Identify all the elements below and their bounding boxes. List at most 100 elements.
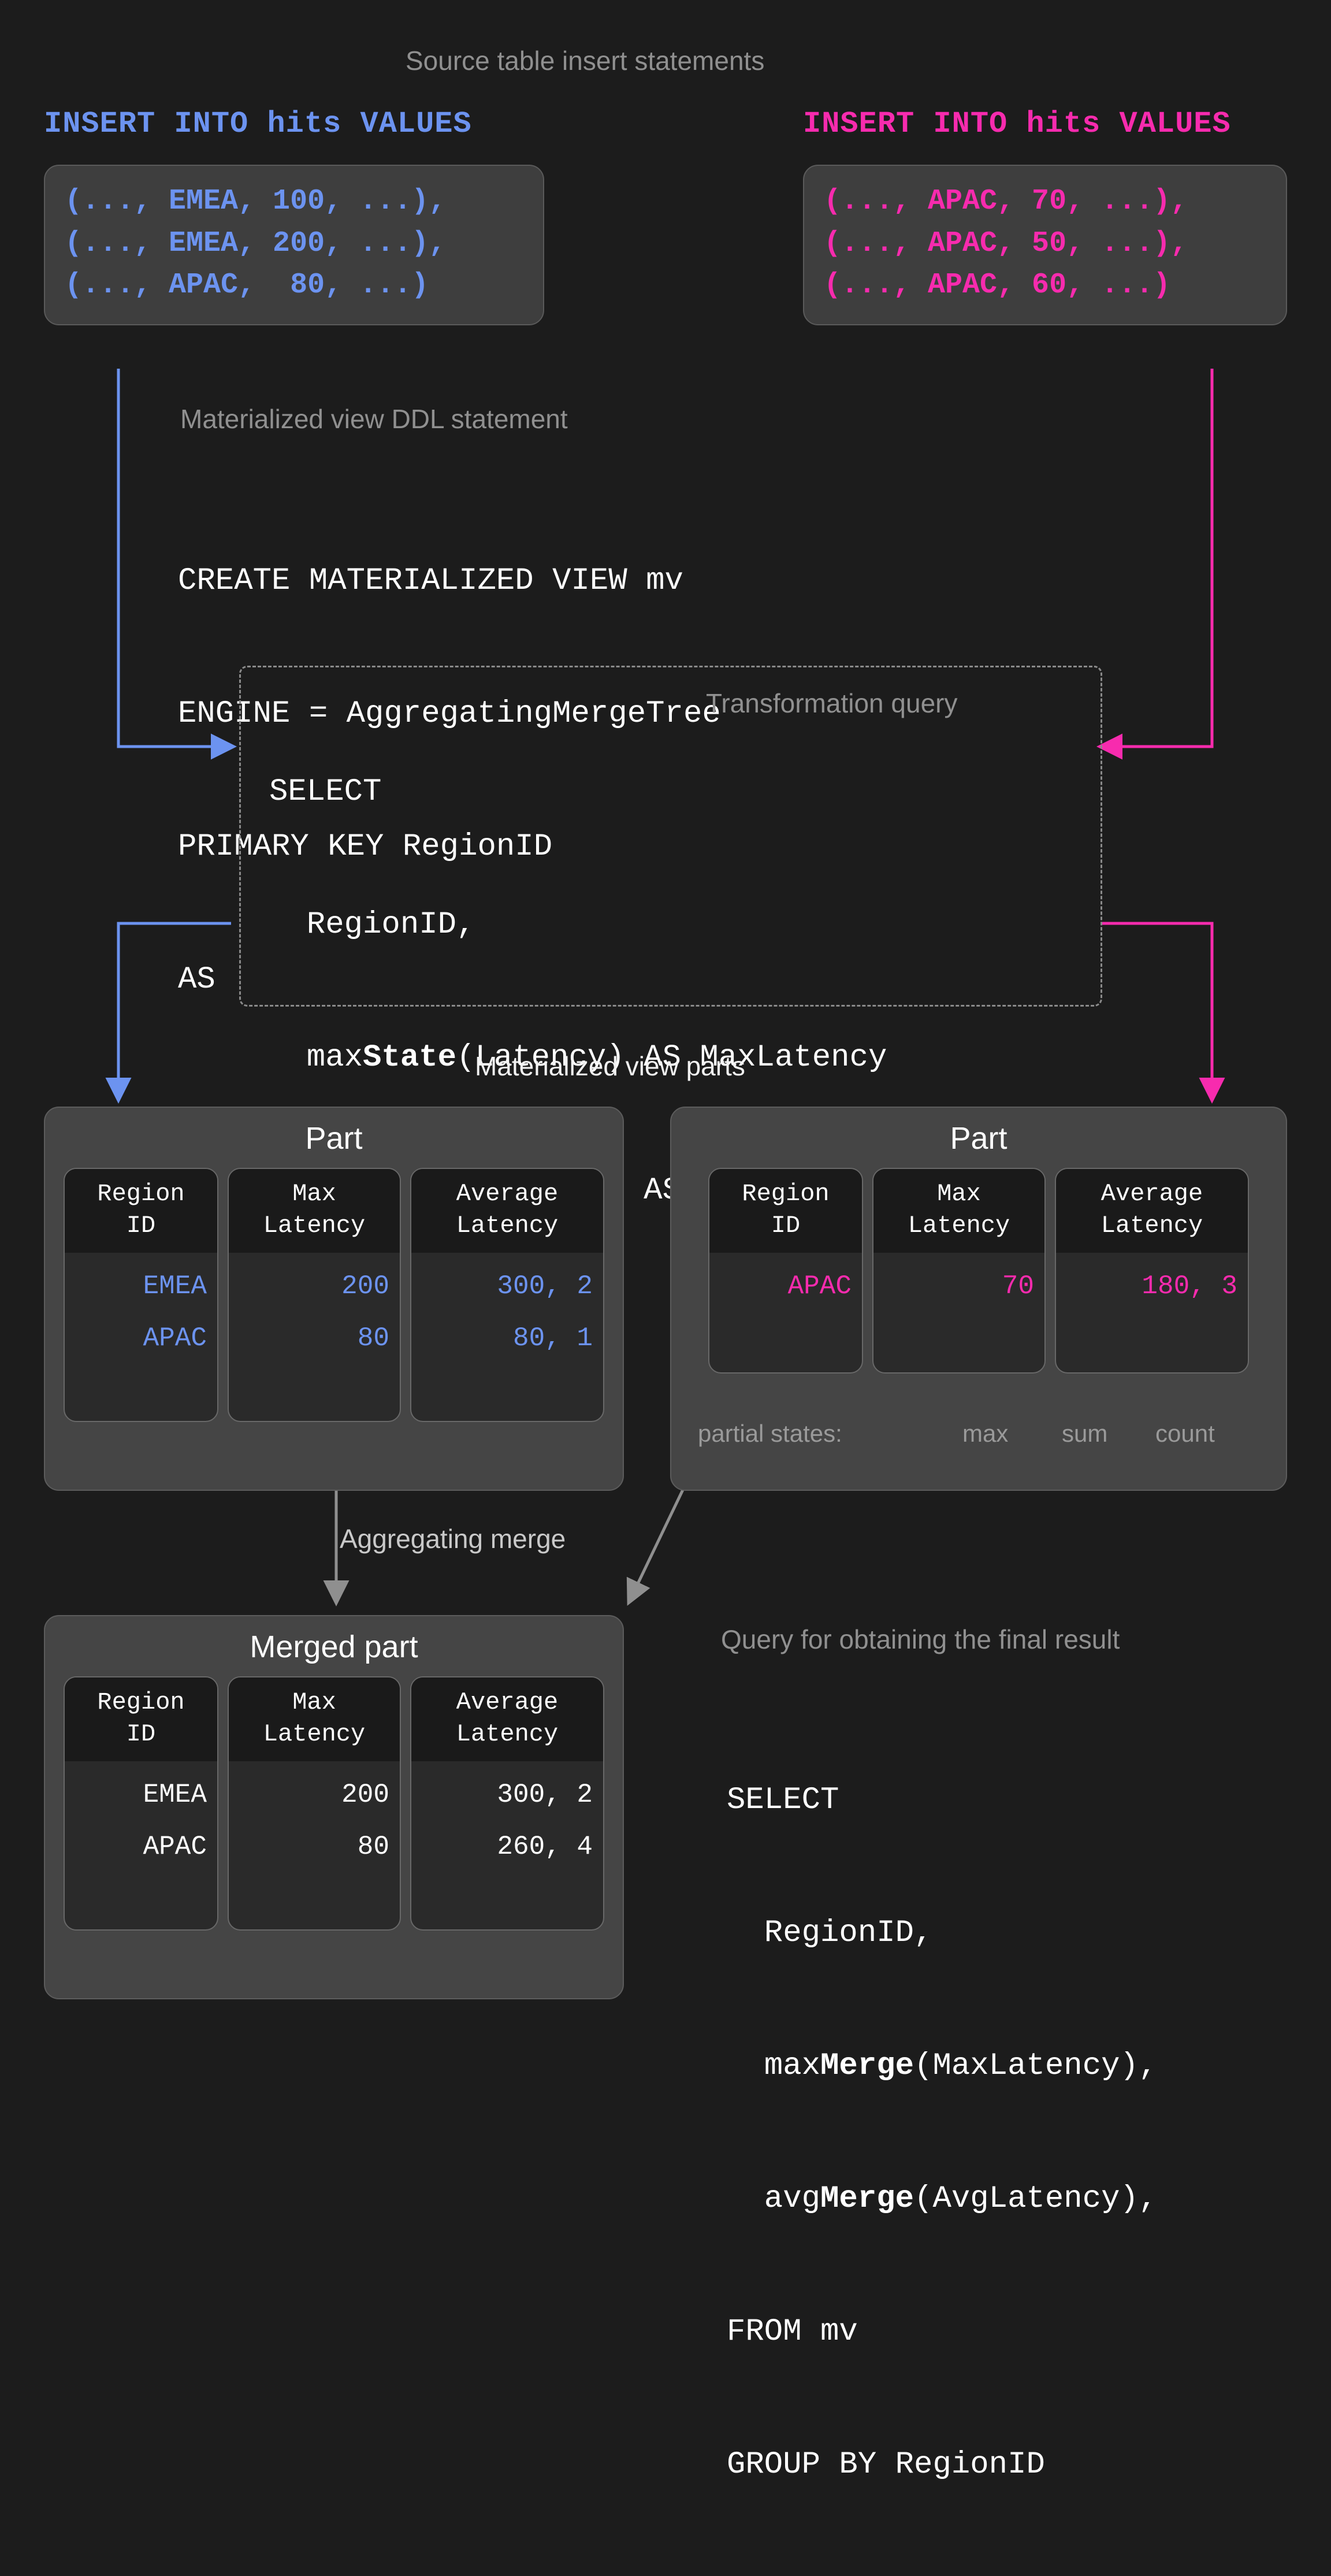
cell-value: 300, 2 bbox=[497, 1271, 593, 1302]
fq-avg-merge: Merge bbox=[820, 2181, 914, 2217]
ddl-line-4: AS bbox=[178, 962, 215, 998]
col-body-avglatency: 300, 2 260, 4 bbox=[411, 1761, 603, 1929]
col-header-maxlatency: Max Latency bbox=[229, 1677, 400, 1762]
fq-line-regionid: RegionID, bbox=[727, 1916, 933, 1951]
part-card-left: Part Region ID EMEA APAC Max Latency 200… bbox=[44, 1107, 624, 1491]
partial-states-max-label: max bbox=[962, 1420, 1009, 1447]
part-left-columns: Region ID EMEA APAC Max Latency 200 80 A… bbox=[51, 1168, 617, 1422]
col-body-avglatency: 300, 2 80, 1 bbox=[411, 1253, 603, 1421]
connector-arrows bbox=[105, 369, 1225, 1606]
cell-value: 300, 2 bbox=[497, 1780, 593, 1810]
cell-value: APAC bbox=[787, 1271, 852, 1302]
cell-value: 80 bbox=[357, 1831, 389, 1862]
cell-value: APAC bbox=[143, 1831, 207, 1862]
right-insert-header: INSERT INTO hits VALUES bbox=[803, 107, 1231, 141]
col-header-avglatency: Average Latency bbox=[411, 1677, 603, 1762]
tq-line-select: SELECT bbox=[269, 774, 382, 810]
source-inserts-caption: Source table insert statements bbox=[406, 46, 765, 76]
col-header-maxlatency: Max Latency bbox=[229, 1169, 400, 1253]
right-insert-row-2: (..., APAC, 50, ...), bbox=[824, 227, 1188, 260]
tq-line-maxstate: maxState(Latency) AS MaxLatency bbox=[269, 1036, 887, 1081]
arrow-right-insert-to-query bbox=[1096, 369, 1214, 760]
col-body-regionid: EMEA APAC bbox=[65, 1253, 217, 1421]
cell-value: EMEA bbox=[143, 1780, 207, 1810]
cell-value: APAC bbox=[143, 1323, 207, 1353]
fq-line-from: FROM mv bbox=[727, 2314, 858, 2350]
col-body-regionid: EMEA APAC bbox=[65, 1761, 217, 1929]
left-insert-card: (..., EMEA, 100, ...), (..., EMEA, 200, … bbox=[44, 165, 544, 325]
left-insert-row-2: (..., EMEA, 200, ...), bbox=[65, 227, 447, 260]
aggregating-merge-caption: Aggregating merge bbox=[340, 1524, 566, 1554]
col-body-maxlatency: 70 bbox=[873, 1253, 1044, 1372]
part-right-title: Part bbox=[950, 1121, 1007, 1156]
part-card-right: Part Region ID APAC Max Latency 70 Avera… bbox=[670, 1107, 1287, 1491]
fq-max-prefix: max bbox=[727, 2048, 821, 2084]
merged-col-avglatency: Average Latency 300, 2 260, 4 bbox=[410, 1676, 604, 1931]
arrow-right-part-to-merged bbox=[626, 1484, 687, 1606]
col-body-regionid: APAC bbox=[709, 1253, 862, 1372]
diagram-canvas: Source table insert statements INSERT IN… bbox=[44, 46, 1287, 2482]
part-right-col-avglatency: Average Latency 180, 3 bbox=[1055, 1168, 1249, 1374]
part-right-col-regionid: Region ID APAC bbox=[708, 1168, 863, 1374]
cell-value: 180, 3 bbox=[1142, 1271, 1237, 1302]
tq-max-suffix: (Latency) AS MaxLatency bbox=[456, 1040, 887, 1076]
col-header-avglatency: Average Latency bbox=[411, 1169, 603, 1253]
ddl-line-3: PRIMARY KEY RegionID bbox=[178, 829, 553, 865]
col-header-regionid: Region ID bbox=[65, 1169, 217, 1253]
mv-ddl-code: CREATE MATERIALIZED VIEW mv ENGINE = Agg… bbox=[178, 471, 721, 1091]
merged-part-title: Merged part bbox=[250, 1630, 418, 1664]
fq-max-suffix: (MaxLatency), bbox=[914, 2048, 1158, 2084]
col-header-regionid: Region ID bbox=[65, 1677, 217, 1762]
left-insert-row-3: (..., APAC, 80, ...) bbox=[65, 269, 429, 302]
fq-line-avgmerge: avgMerge(AvgLatency), bbox=[727, 2177, 1158, 2222]
col-body-maxlatency: 200 80 bbox=[229, 1253, 400, 1421]
col-body-avglatency: 180, 3 bbox=[1056, 1253, 1248, 1372]
tq-max-prefix: max bbox=[269, 1040, 363, 1076]
partial-states-sum-label: sum bbox=[1062, 1420, 1108, 1447]
ddl-line-2: ENGINE = AggregatingMergeTree bbox=[178, 696, 721, 732]
part-left-title: Part bbox=[305, 1121, 363, 1156]
part-left-col-avglatency: Average Latency 300, 2 80, 1 bbox=[410, 1168, 604, 1422]
tq-line-regionid: RegionID, bbox=[269, 907, 475, 943]
right-insert-row-3: (..., APAC, 60, ...) bbox=[824, 269, 1171, 302]
part-right-columns: Region ID APAC Max Latency 70 Average La… bbox=[696, 1168, 1262, 1374]
col-header-regionid: Region ID bbox=[709, 1169, 862, 1253]
left-insert-row-1: (..., EMEA, 100, ...), bbox=[65, 185, 447, 218]
merged-col-regionid: Region ID EMEA APAC bbox=[64, 1676, 218, 1931]
cell-value: 80, 1 bbox=[512, 1323, 593, 1353]
right-insert-row-1: (..., APAC, 70, ...), bbox=[824, 185, 1188, 218]
arrow-left-insert-to-query bbox=[117, 369, 237, 760]
fq-avg-suffix: (AvgLatency), bbox=[914, 2181, 1158, 2217]
partial-states-label: partial states: bbox=[698, 1420, 842, 1447]
arrow-query-to-left-part bbox=[105, 922, 231, 1104]
cell-value: EMEA bbox=[143, 1271, 207, 1302]
mv-ddl-caption: Materialized view DDL statement bbox=[180, 404, 568, 434]
merged-col-maxlatency: Max Latency 200 80 bbox=[228, 1676, 401, 1931]
ddl-line-1: CREATE MATERIALIZED VIEW mv bbox=[178, 563, 683, 599]
fq-line-maxmerge: maxMerge(MaxLatency), bbox=[727, 2044, 1158, 2089]
part-left-col-regionid: Region ID EMEA APAC bbox=[64, 1168, 218, 1422]
col-header-avglatency: Average Latency bbox=[1056, 1169, 1248, 1253]
mv-parts-caption: Materialized view parts bbox=[475, 1051, 745, 1081]
cell-value: 260, 4 bbox=[497, 1831, 593, 1862]
cell-value: 80 bbox=[357, 1323, 389, 1353]
transformation-query-caption: Transformation query bbox=[706, 688, 958, 718]
cell-value: 200 bbox=[341, 1780, 389, 1810]
cell-value: 200 bbox=[341, 1271, 389, 1302]
transformation-query-box bbox=[239, 666, 1102, 1007]
fq-avg-prefix: avg bbox=[727, 2181, 821, 2217]
tq-max-state: State bbox=[363, 1040, 457, 1076]
left-insert-header: INSERT INTO hits VALUES bbox=[44, 107, 472, 141]
merged-part-card: Merged part Region ID EMEA APAC Max Late… bbox=[44, 1615, 624, 1999]
part-left-col-maxlatency: Max Latency 200 80 bbox=[228, 1168, 401, 1422]
final-query-code: SELECT RegionID, maxMerge(MaxLatency), a… bbox=[727, 1690, 1157, 2576]
col-body-maxlatency: 200 80 bbox=[229, 1761, 400, 1929]
partial-states-count-label: count bbox=[1155, 1420, 1215, 1447]
fq-line-select: SELECT bbox=[727, 1783, 839, 1818]
merged-part-columns: Region ID EMEA APAC Max Latency 200 80 A… bbox=[51, 1676, 617, 1931]
final-query-caption: Query for obtaining the final result bbox=[721, 1624, 1120, 1654]
col-header-maxlatency: Max Latency bbox=[873, 1169, 1044, 1253]
fq-max-merge: Merge bbox=[820, 2048, 914, 2084]
fq-line-group: GROUP BY RegionID bbox=[727, 2447, 1045, 2483]
arrow-query-to-right-part bbox=[1102, 922, 1225, 1104]
